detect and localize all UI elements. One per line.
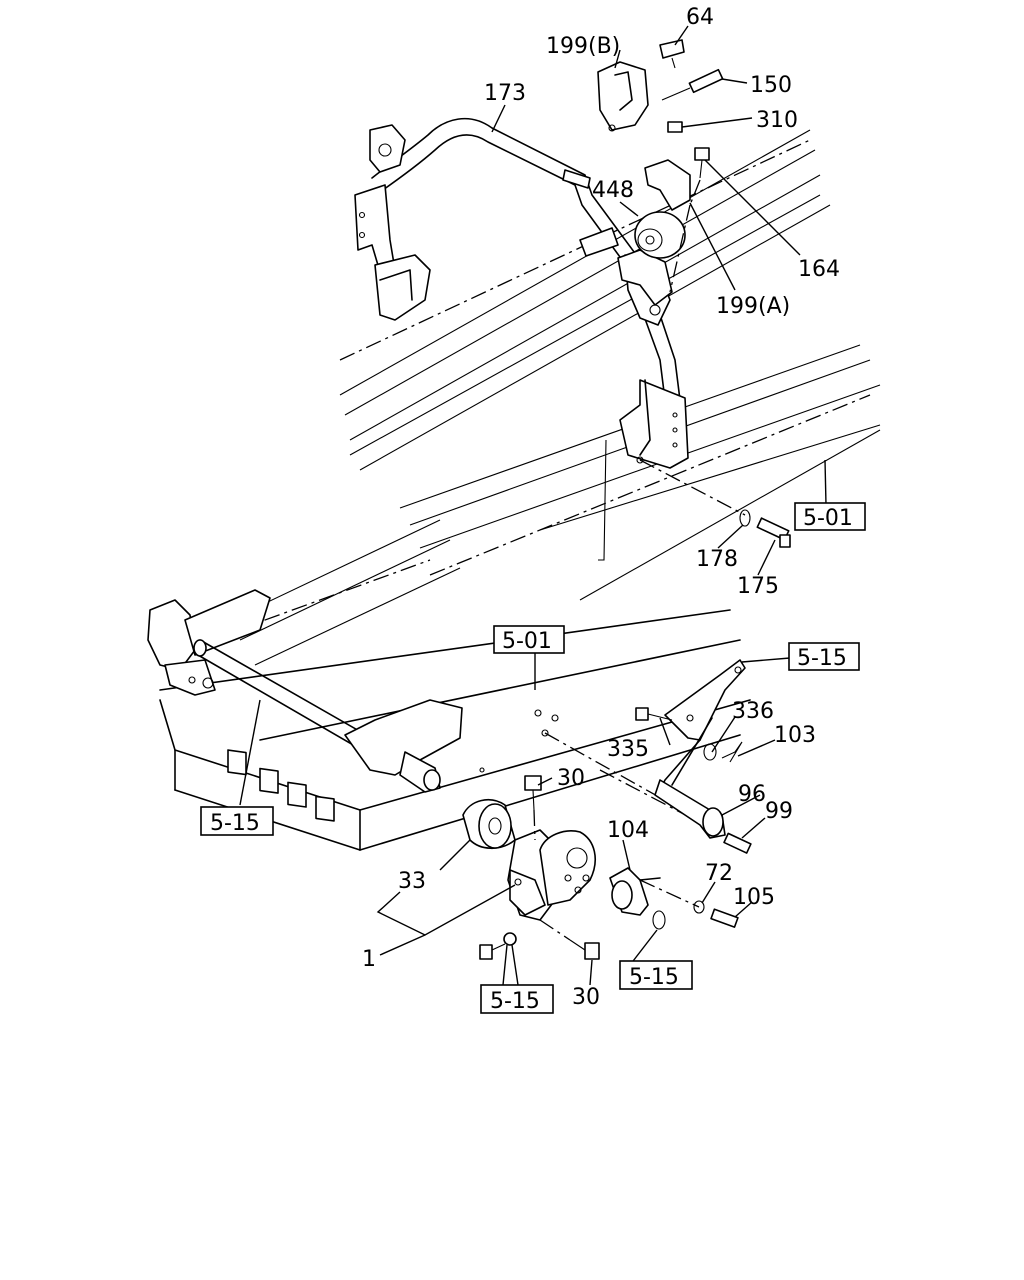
reference-box-5-01-right[interactable]: 5-01 [794,502,866,531]
callout-150: 150 [750,73,792,98]
reference-box-5-15-bottom[interactable]: 5-15 [480,984,554,1014]
reference-box-5-01-mid[interactable]: 5-01 [493,625,565,654]
callout-310: 310 [756,108,798,133]
reference-label: 5-15 [490,989,540,1014]
crossmember-173 [354,117,689,561]
callout-103: 103 [774,723,816,748]
reference-label: 5-01 [502,629,552,654]
reference-box-5-15-left[interactable]: 5-15 [200,806,274,836]
callout-1: 1 [362,947,376,972]
callout-199a: 199(A) [716,294,790,319]
callout-105: 105 [733,885,775,910]
callout-30-top: 30 [557,766,585,791]
reference-box-5-15-bottom-right[interactable]: 5-15 [619,960,693,990]
reference-box-5-15-right[interactable]: 5-15 [788,642,860,671]
reference-label: 5-15 [629,965,679,990]
reference-boxes: 5-01 5-01 5-15 5-15 5-15 5-15 [200,502,866,1014]
lower-mount-parts [462,659,752,960]
reference-label: 5-01 [803,506,853,531]
callout-33: 33 [398,869,426,894]
reference-label: 5-15 [210,811,260,836]
callout-104: 104 [607,818,649,843]
callout-173: 173 [484,81,526,106]
callout-64: 64 [686,5,714,30]
leader-lines [239,25,827,986]
callout-30-bottom: 30 [572,985,600,1010]
callout-335: 335 [607,737,649,762]
callout-99: 99 [765,799,793,824]
lower-frame-assembly [147,519,751,851]
callout-labels: 64 199(B) 150 173 310 448 164 199(A) 178… [362,5,840,1010]
callout-199b: 199(B) [546,34,620,59]
callout-336: 336 [732,699,774,724]
callout-178: 178 [696,547,738,572]
callout-96: 96 [738,782,766,807]
reference-label: 5-15 [797,646,847,671]
callout-72: 72 [705,861,733,886]
upper-mount-parts [597,39,791,548]
callout-175: 175 [737,574,779,599]
callout-448: 448 [592,178,634,203]
callout-164: 164 [798,257,840,282]
